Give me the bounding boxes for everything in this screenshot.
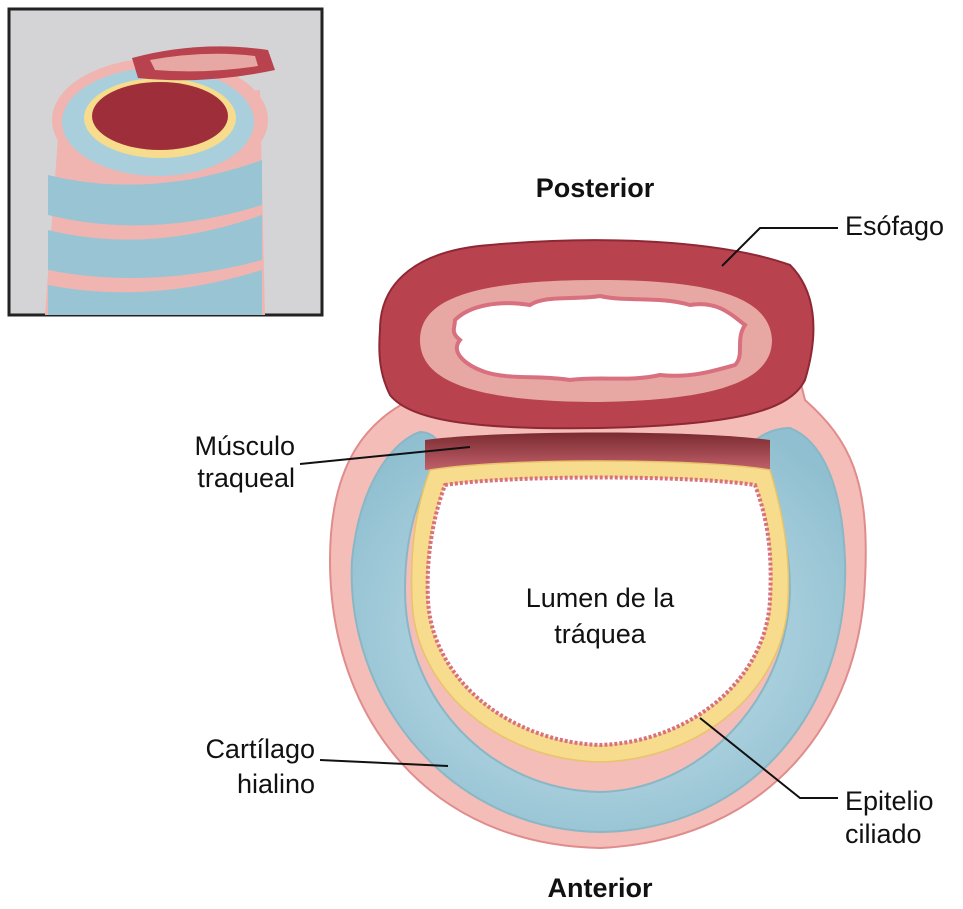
orientation-top-label: Posterior	[520, 172, 670, 204]
trachea-cross-section	[330, 240, 866, 848]
cartilage-label-line2: hialino	[170, 768, 315, 800]
orientation-bottom-label: Anterior	[525, 872, 675, 904]
epithelium-label-line1: Epitelio	[845, 785, 934, 817]
esophagus-lumen	[454, 296, 745, 380]
lumen-label-line2: tráquea	[495, 618, 705, 650]
inset-tube-illustration	[9, 9, 322, 315]
epithelium-label-line2: ciliado	[845, 818, 922, 850]
trachealis-label-line1: Músculo	[150, 430, 295, 462]
cartilage-label-line1: Cartílago	[170, 733, 315, 765]
lumen-label-line1: Lumen de la	[495, 582, 705, 614]
inset-lumen	[92, 82, 228, 150]
trachealis-label-line2: traqueal	[150, 462, 295, 494]
esophagus-label: Esófago	[845, 210, 944, 242]
